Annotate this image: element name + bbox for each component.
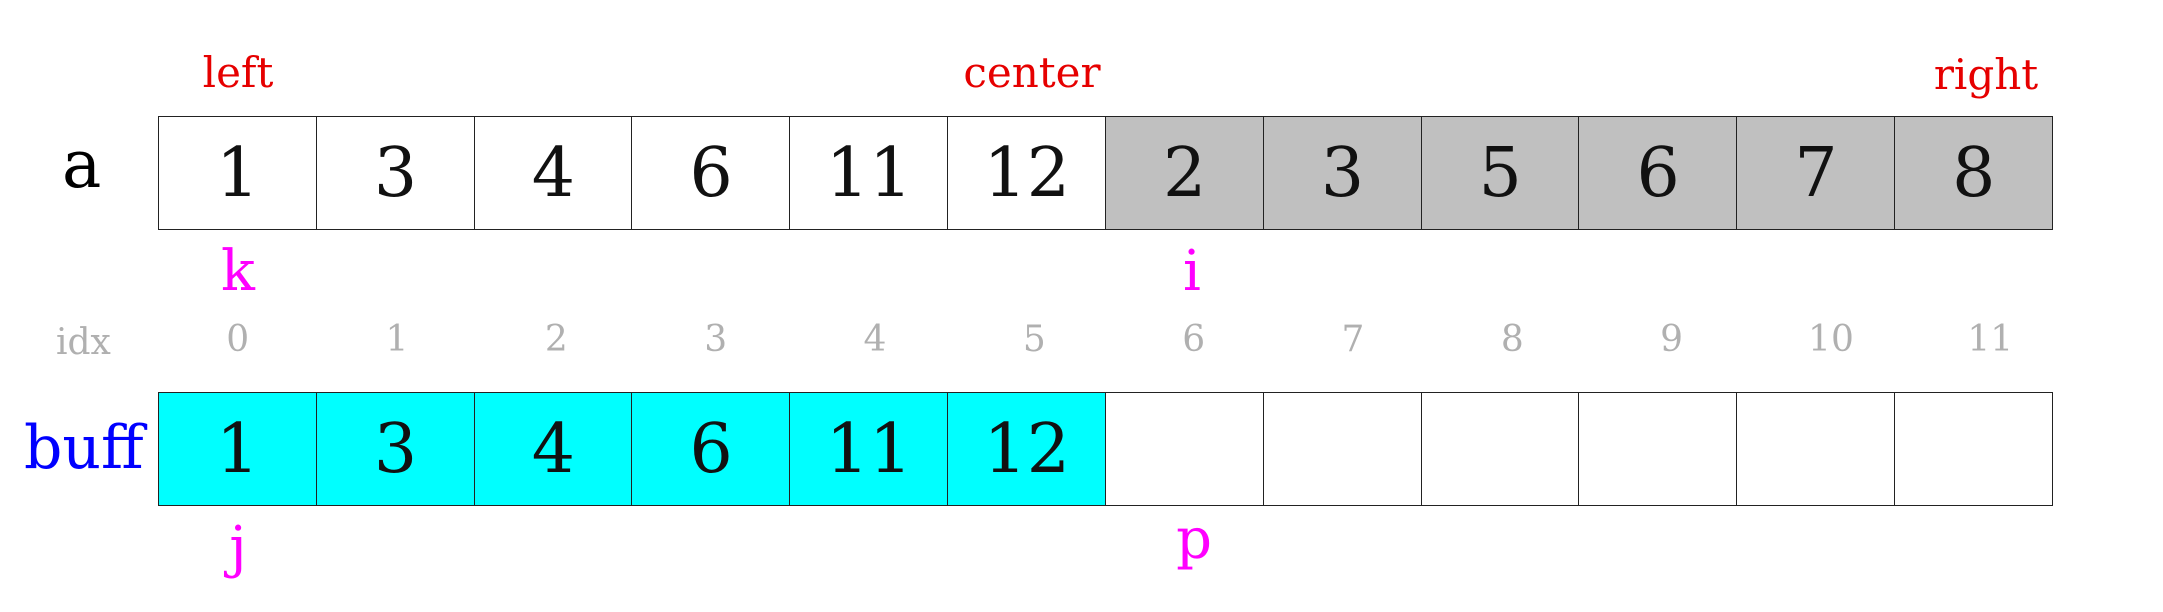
idx-7: 7 [1341,319,1365,360]
a-cell-0: 1 [158,116,318,230]
buff-cell-10 [1736,392,1896,506]
buff-cell-7 [1262,392,1423,506]
idx-8: 8 [1500,319,1524,360]
pointer-i: i [1183,239,1201,304]
idx-label: idx [56,322,111,363]
buff-cell-8 [1420,392,1580,506]
idx-6: 6 [1182,319,1206,360]
idx-10: 10 [1808,319,1854,360]
pointer-j: j [229,515,247,580]
a-cell-4: 11 [789,116,949,230]
a-cell-5: 12 [947,116,1107,230]
array-buff-label: buff [24,413,144,483]
buff-cell-0: 1 [158,392,318,506]
idx-5: 5 [1022,319,1046,360]
a-cell-9: 6 [1578,116,1738,230]
a-cell-3: 6 [631,116,791,230]
a-cell-11: 8 [1894,116,2054,230]
idx-4: 4 [863,319,887,360]
buff-cell-4: 11 [789,392,949,506]
range-label-left: left [202,48,274,97]
a-cell-6: 2 [1104,116,1265,230]
idx-2: 2 [544,319,568,360]
a-cell-2: 4 [473,116,633,230]
idx-1: 1 [385,319,409,360]
a-cell-10: 7 [1736,116,1896,230]
buff-cell-9 [1578,392,1738,506]
range-label-right: right [1933,50,2039,99]
buff-cell-2: 4 [473,392,633,506]
buff-cell-5: 12 [947,392,1107,506]
buff-cell-1: 3 [315,392,476,506]
range-label-center: center [963,48,1101,97]
idx-0: 0 [226,319,250,360]
buff-cell-6 [1104,392,1265,506]
a-cell-7: 3 [1262,116,1423,230]
a-cell-1: 3 [315,116,476,230]
buff-cell-11 [1894,392,2054,506]
array-a-label: a [62,126,102,203]
idx-11: 11 [1967,319,2014,360]
a-cell-8: 5 [1420,116,1580,230]
pointer-p: p [1176,507,1212,572]
idx-3: 3 [704,319,728,360]
buff-cell-3: 6 [631,392,791,506]
idx-9: 9 [1660,319,1684,360]
pointer-k: k [221,239,255,304]
